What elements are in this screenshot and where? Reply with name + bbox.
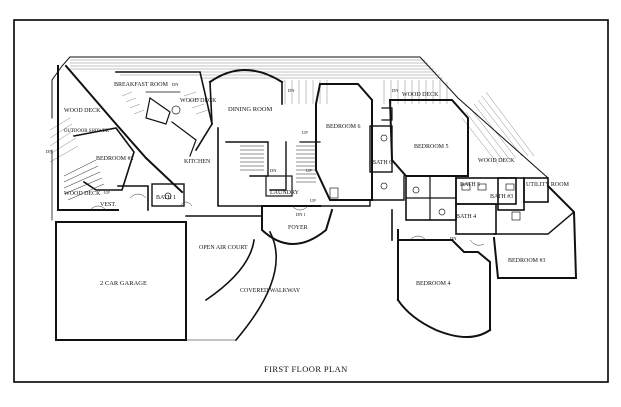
dn-marker-left: DN <box>46 149 53 154</box>
kitchen-label: KITCHEN <box>184 159 211 165</box>
foyer-label: FOYER <box>288 225 308 231</box>
laundry-label: LAUNDRY <box>270 190 300 196</box>
outdoor-shower-label: OUTDOOR SHOWER <box>64 129 110 134</box>
plan-title: FIRST FLOOR PLAN <box>264 364 348 374</box>
covered-walkway-label: COVERED WALKWAY <box>240 288 301 294</box>
bath3-label: BATH #3 <box>490 194 513 200</box>
label-breakfast-room: BREAKFAST ROOM <box>114 82 169 88</box>
bedroom3-label: BEDROOM #3 <box>508 258 546 264</box>
fixtures <box>164 105 521 221</box>
sheet-border <box>13 19 609 383</box>
up-marker-center: UP <box>310 198 316 203</box>
up-marker-left: UP <box>104 190 110 195</box>
door-swings <box>89 193 485 246</box>
wood-deck-right-label: WOOD DECK <box>478 158 515 164</box>
bath4-label: BATH 4 <box>456 214 476 220</box>
utility-label: UTILITY ROOM <box>526 182 570 188</box>
dn1-marker: DN 1 <box>296 212 306 217</box>
bath5-label: BATH 5 <box>460 182 480 188</box>
open-air-court-label: OPEN AIR COURT <box>199 245 248 251</box>
dn-marker-deck-right: DN <box>392 88 399 93</box>
breakfast-room-label: BREAKFAST ROOM <box>114 82 169 88</box>
bath1-label: BATH 1 <box>156 195 176 201</box>
vest-label: VEST. <box>100 202 117 208</box>
bedroom2-label: BEDROOM #2 <box>96 156 134 162</box>
bath6-label: BATH 6 <box>372 160 392 166</box>
wood-deck-bottom-left-label: WOOD DECK <box>64 191 101 197</box>
dn-marker-stair: DN <box>270 168 277 173</box>
bedroom4-label: BEDROOM 4 <box>416 281 451 287</box>
stairs <box>63 145 316 201</box>
wood-deck-top-left-label: WOOD DECK <box>180 98 217 104</box>
up-marker-stair2: UP <box>306 168 312 173</box>
dn-marker-hall: DN <box>450 236 457 241</box>
garage-label: 2 CAR GARAGE <box>100 280 147 287</box>
dn-marker-breakfast: DN <box>172 82 179 87</box>
wood-deck-upper-mid-label: WOOD DECK <box>402 92 439 98</box>
up-marker-stair: UP <box>302 130 308 135</box>
bedroom5-label: BEDROOM 5 <box>414 144 449 150</box>
walls <box>51 56 578 342</box>
dining-room-label: DINING ROOM <box>228 106 272 113</box>
wood-deck-left-label: WOOD DECK <box>64 108 101 114</box>
bedroom6-label: BEDROOM 6 <box>326 124 361 130</box>
room-labels: BREAKFAST ROOM DINING ROOM KITCHEN BEDRO… <box>46 82 570 294</box>
dn-marker-deck: DN <box>288 88 295 93</box>
